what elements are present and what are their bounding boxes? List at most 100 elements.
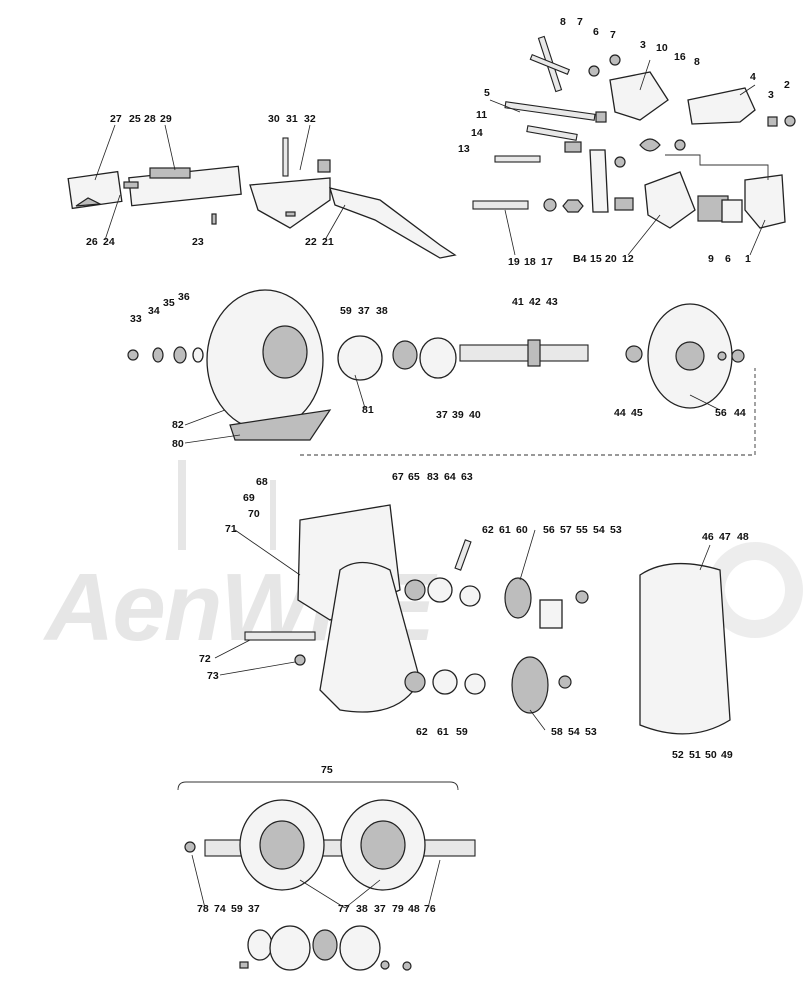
callout-clutch-14: 40 [469,409,481,421]
watermark-spire [178,460,186,550]
callout-chain-28: 52 [672,749,684,761]
callout-brake-4: 3 [640,39,646,51]
callout-clutch-4: 59 [340,305,352,317]
spider-37 [337,335,383,381]
callout-brake-28: 18 [524,256,536,268]
callout-drive-7: 37 [374,903,386,915]
bolt-11 [526,125,578,141]
seal-61 [427,577,453,603]
callout-clutch-5: 37 [358,305,370,317]
callout-brake-16: 25 [129,113,141,125]
bolt-13 [494,155,541,163]
spacer-17 [562,199,584,213]
nut-8b [674,139,686,151]
washer-35 [173,346,187,364]
bearing-44b [731,349,745,363]
callout-chain-10: 61 [499,524,511,536]
callout-clutch-6: 38 [376,305,388,317]
callout-chain-14: 55 [576,524,588,536]
callout-chain-12: 56 [543,524,555,536]
callout-brake-20: 31 [286,113,298,125]
spring-16 [639,138,661,152]
callout-brake-6: 16 [674,51,686,63]
callout-drive-8: 79 [392,903,404,915]
leader-lines [94,59,766,909]
callout-brake-18: 29 [160,113,172,125]
callout-chain-18: 47 [719,531,731,543]
callout-chain-24: 59 [456,726,468,738]
callout-chain-3: 71 [225,523,237,535]
callout-brake-22: 26 [86,236,98,248]
callout-brake-31: 15 [590,253,602,265]
callout-brake-23: 24 [103,236,115,248]
callout-brake-29: 17 [541,256,553,268]
callout-brake-34: 9 [708,253,714,265]
callout-brake-5: 10 [656,42,668,54]
callout-clutch-10: 82 [172,419,184,431]
callout-brake-27: 19 [508,256,520,268]
flange-37 [269,925,311,971]
callout-chain-15: 54 [593,524,605,536]
callout-drive-4: 37 [248,903,260,915]
callout-chain-6: 83 [427,471,439,483]
callout-chain-9: 62 [482,524,494,536]
callout-labels: 8 7 6 7 3 10 16 8 4 3 2 5 11 14 13 27 25… [86,16,790,915]
callout-drive-6: 38 [356,903,368,915]
sprocket-58 [511,656,549,714]
callout-brake-30: B4 [573,253,587,265]
callout-brake-9: 3 [768,89,774,101]
bracket-line [665,154,769,180]
screw-23 [211,213,217,225]
callout-drive-9: 48 [408,903,420,915]
bearing-62b [404,671,426,693]
seal-61b [432,669,458,695]
bearing-62 [404,579,426,601]
callout-clutch-3: 36 [178,291,190,303]
flange-37b [339,925,381,971]
driveshaft-assembly [177,781,476,971]
key-78 [184,841,196,853]
drive-sprocket-hub-a [259,820,305,870]
callout-clutch-0: 33 [130,313,142,325]
brake-assembly [67,35,796,259]
callout-brake-21: 32 [304,113,316,125]
callout-clutch-17: 56 [715,407,727,419]
callout-chain-25: 58 [551,726,563,738]
callout-drive-10: 76 [424,903,436,915]
callout-chain-20: 72 [199,653,211,665]
callout-brake-32: 20 [605,253,617,265]
callout-clutch-18: 44 [734,407,746,419]
spring-20 [614,197,634,211]
callout-brake-1: 7 [577,16,583,28]
callout-clutch-2: 35 [163,297,175,309]
callout-brake-33: 12 [622,253,634,265]
callout-clutch-9: 43 [546,296,558,308]
clutch-hub [262,325,308,379]
tensioner-57 [539,599,563,629]
bearing-44 [625,345,643,363]
callout-brake-25: 22 [305,236,317,248]
nut-7 [609,54,621,66]
screw-22 [285,211,296,217]
sprocket-56 [504,577,532,619]
spacer-3 [595,111,607,123]
callout-chain-21: 73 [207,670,219,682]
chaincase-assembly [244,504,731,735]
nut-2 [784,115,796,127]
callout-drive-5: 77 [338,903,350,915]
bolt-63 [454,539,472,571]
fastener-26 [75,197,103,207]
callout-brake-13: 14 [471,127,483,139]
callout-chain-23: 61 [437,726,449,738]
shaft-41 [459,344,589,362]
bushing-32 [317,159,331,173]
callout-brake-24: 23 [192,236,204,248]
driven-hub [675,341,705,371]
callout-clutch-8: 42 [529,296,541,308]
callout-drive-0: 75 [321,764,333,776]
callout-chain-22: 62 [416,726,428,738]
brake-lever [329,187,457,259]
chaincase-cover-46 [639,562,731,735]
spring-24 [123,181,139,189]
